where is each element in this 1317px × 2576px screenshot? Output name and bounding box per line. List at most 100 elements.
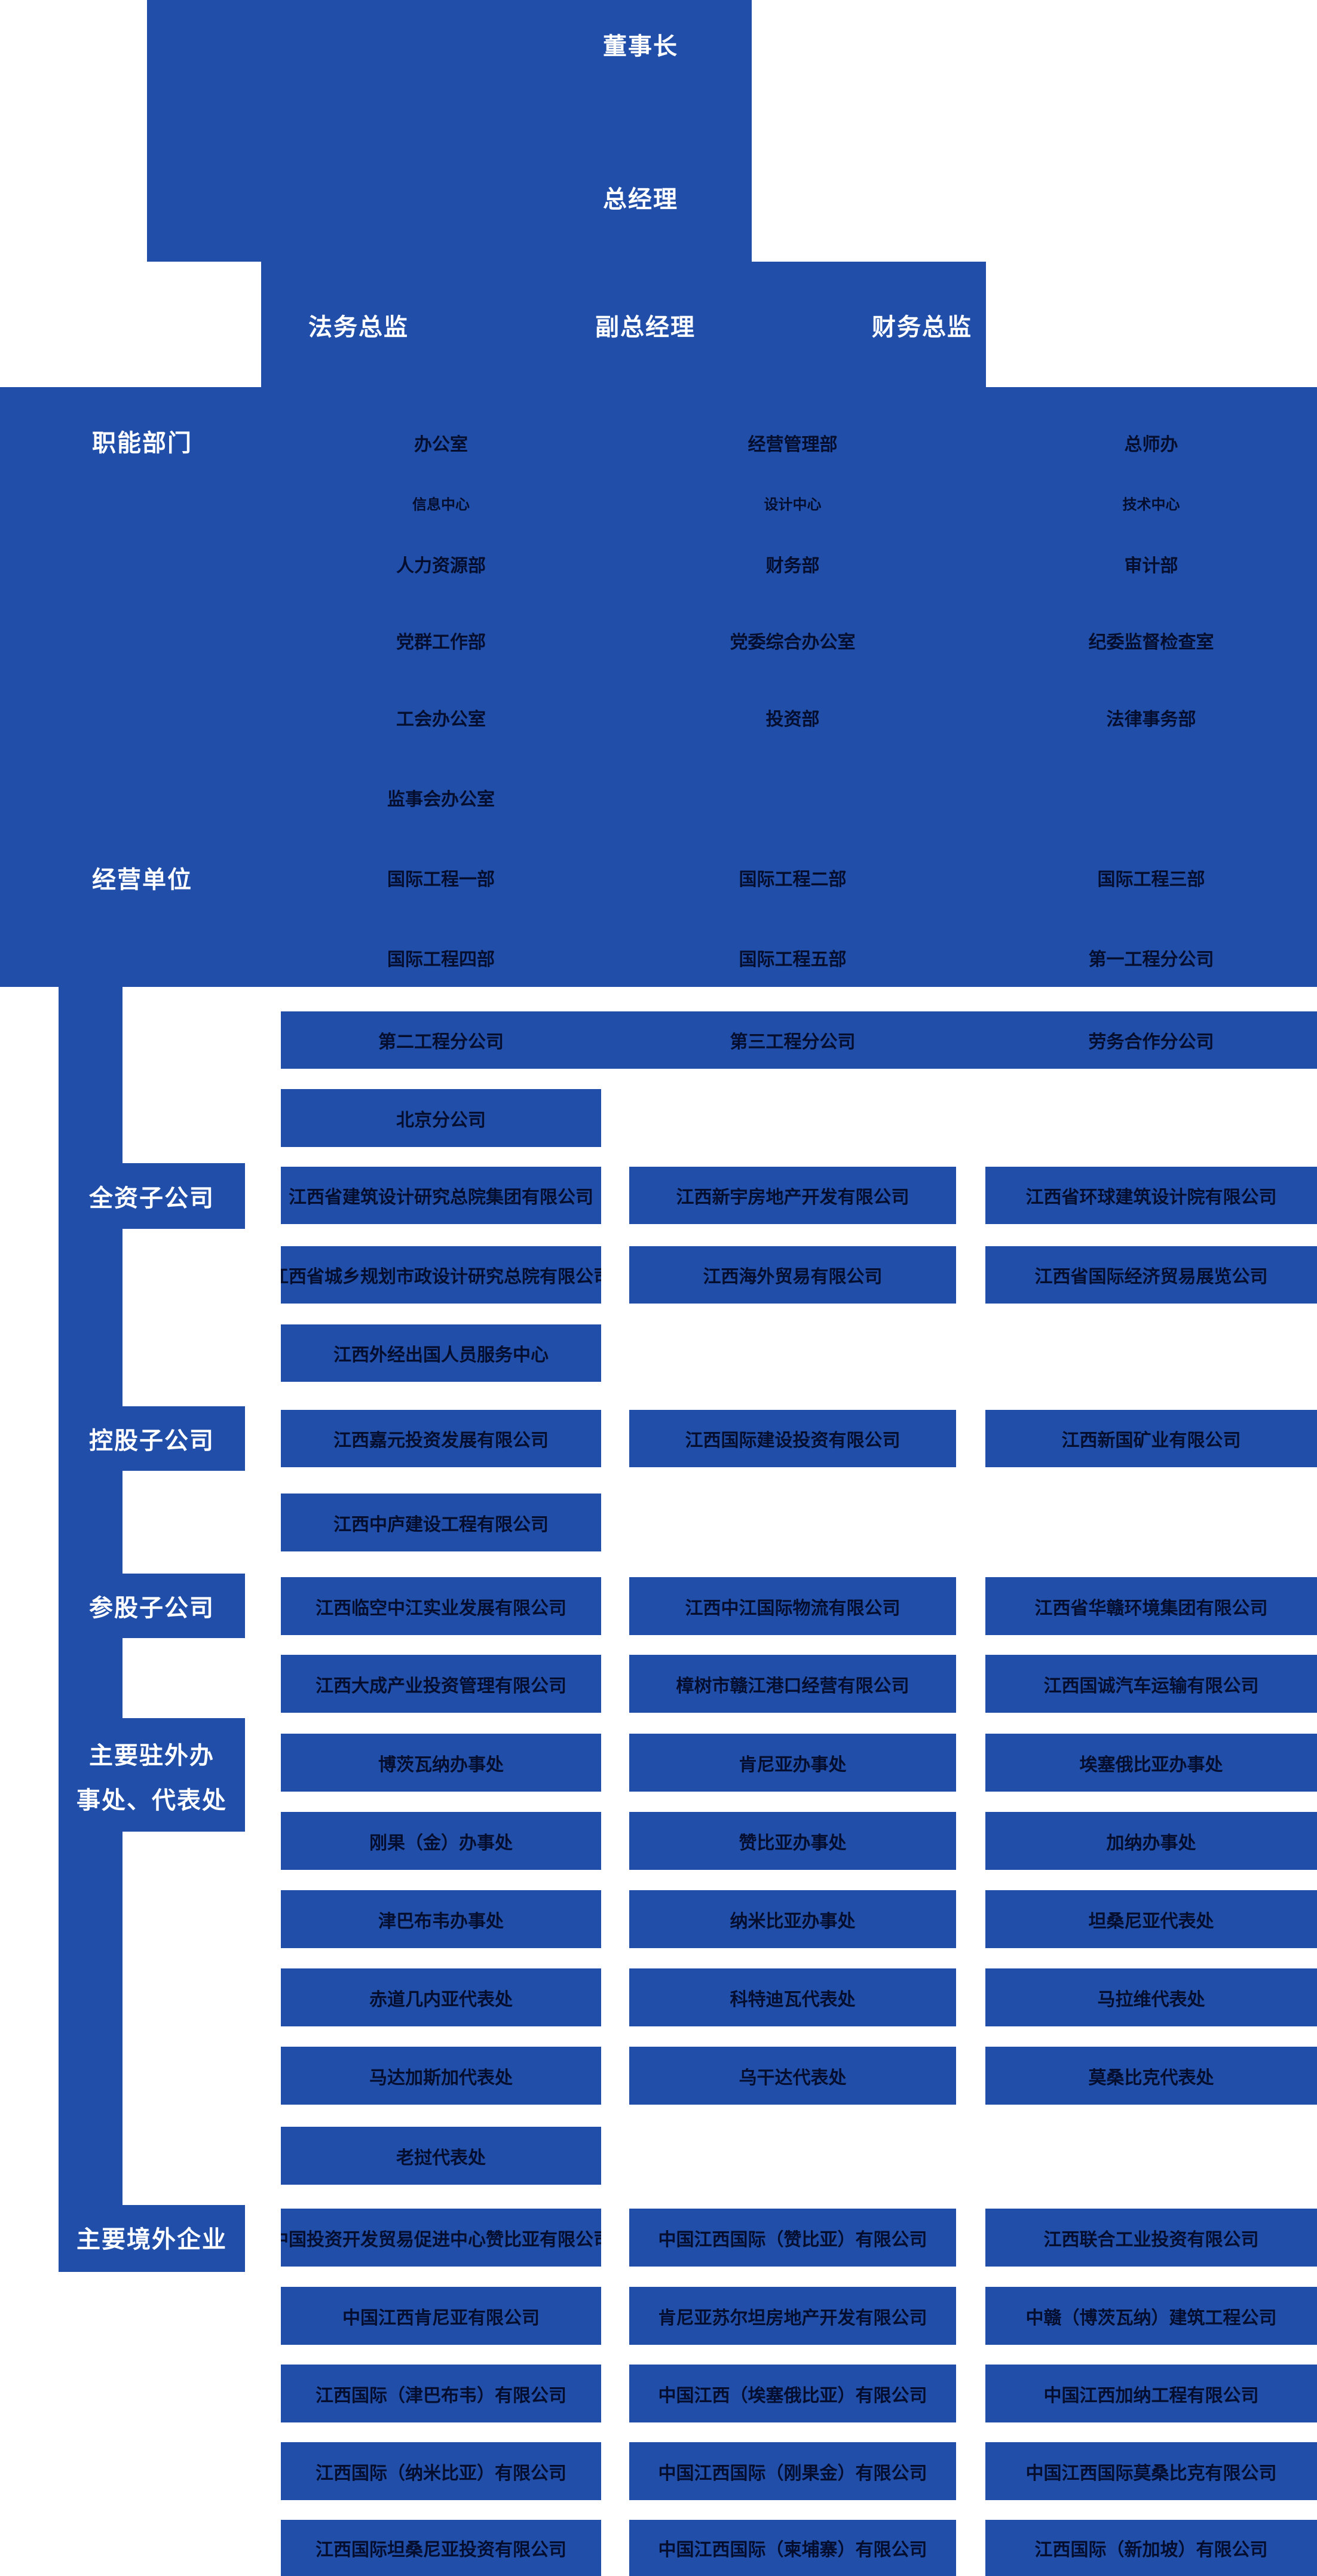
equity-box-label: 江西大成产业投资管理有限公司 <box>316 1675 566 1697</box>
offices-box-label: 博茨瓦纳办事处 <box>378 1754 504 1775</box>
overseas-box: 中国江西肯尼亚有限公司 <box>281 2287 601 2345</box>
bg-label-wholly-owned <box>59 1163 245 1229</box>
offices-box: 津巴布韦办事处 <box>281 1890 601 1948</box>
holding-box: 江西国际建设投资有限公司 <box>629 1410 956 1467</box>
equity-box-label: 江西国诚汽车运输有限公司 <box>1043 1675 1259 1697</box>
offices-box: 加纳办事处 <box>985 1812 1317 1870</box>
holding-box-label: 江西新国矿业有限公司 <box>1061 1430 1241 1451</box>
wholly_owned-box: 江西省国际经济贸易展览公司 <box>985 1246 1317 1304</box>
exec-general-manager: 总经理 <box>603 186 678 213</box>
overseas-box-label: 江西国际（新加坡）有限公司 <box>1034 2540 1268 2560</box>
wholly_owned-box: 江西外经出国人员服务中心 <box>281 1324 601 1382</box>
functional-cell-label: 总师办 <box>1124 434 1178 455</box>
business-box-label: 北京分公司 <box>396 1109 486 1131</box>
bg-label-offices <box>59 1718 245 1832</box>
offices-box-label: 津巴布韦办事处 <box>378 1910 504 1932</box>
offices-box-label: 赤道几内亚代表处 <box>369 1989 513 2010</box>
holding-box-label: 江西嘉元投资发展有限公司 <box>333 1430 549 1451</box>
offices-box: 博茨瓦纳办事处 <box>281 1734 601 1792</box>
wholly_owned-box-label: 江西省建筑设计研究总院集团有限公司 <box>289 1187 593 1208</box>
offices-box-label: 马达加斯加代表处 <box>369 2067 513 2089</box>
overseas-box: 中国江西国际（赞比亚）有限公司 <box>629 2209 956 2267</box>
wholly_owned-box-label: 江西海外贸易有限公司 <box>703 1266 883 1287</box>
overseas-box-label: 中国江西肯尼亚有限公司 <box>342 2307 540 2329</box>
business-cell-label: 第二工程分公司 <box>378 1032 504 1053</box>
equity-box: 江西国诚汽车运输有限公司 <box>985 1655 1317 1713</box>
exec-chairman: 董事长 <box>603 33 678 60</box>
offices-box-label: 坦桑尼亚代表处 <box>1088 1910 1214 1932</box>
section-label-functional: 职能部门 <box>92 430 192 457</box>
functional-cell-label: 财务部 <box>765 556 820 576</box>
wholly_owned-box-label: 江西省城乡规划市政设计研究总院有限公司 <box>281 1266 601 1287</box>
business-box: 北京分公司 <box>281 1089 601 1147</box>
offices-box: 老挝代表处 <box>281 2127 601 2185</box>
offices-box-label: 埃塞俄比亚办事处 <box>1079 1754 1223 1775</box>
offices-box-label: 马拉维代表处 <box>1097 1989 1205 2010</box>
wholly_owned-box-label: 江西新宇房地产开发有限公司 <box>676 1187 909 1208</box>
offices-box-label: 刚果（金）办事处 <box>369 1832 513 1854</box>
overseas-box-label: 江西国际（纳米比亚）有限公司 <box>316 2462 566 2484</box>
offices-box-label: 莫桑比克代表处 <box>1088 2067 1214 2089</box>
section-label-overseas: 主要境外企业 <box>76 2226 227 2253</box>
section-label-wholly-owned: 全资子公司 <box>89 1185 215 1212</box>
overseas-box: 中赣（博茨瓦纳）建筑工程公司 <box>985 2287 1317 2345</box>
overseas-box: 中国江西国际（刚果金）有限公司 <box>629 2442 956 2500</box>
overseas-box: 江西国际坦桑尼亚投资有限公司 <box>281 2520 601 2576</box>
offices-box: 赞比亚办事处 <box>629 1812 956 1870</box>
holding-box: 江西新国矿业有限公司 <box>985 1410 1317 1467</box>
offices-box-label: 老挝代表处 <box>396 2147 486 2169</box>
functional-cell-label: 信息中心 <box>412 496 470 513</box>
overseas-box-label: 中国江西国际（刚果金）有限公司 <box>658 2462 927 2484</box>
overseas-box: 中国江西加纳工程有限公司 <box>985 2365 1317 2422</box>
offices-box-label: 肯尼亚办事处 <box>739 1754 847 1775</box>
business-cell-label: 国际工程四部 <box>387 949 495 970</box>
functional-cell-label: 设计中心 <box>764 496 822 513</box>
business-cell-label: 国际工程五部 <box>739 949 847 970</box>
offices-box: 刚果（金）办事处 <box>281 1812 601 1870</box>
bg-label-holding <box>59 1406 245 1471</box>
bg-executive-band <box>261 262 986 387</box>
offices-box-label: 科特迪瓦代表处 <box>730 1989 856 2010</box>
functional-cell-label: 投资部 <box>765 709 820 730</box>
holding-box: 江西中庐建设工程有限公司 <box>281 1494 601 1551</box>
functional-cell-label: 技术中心 <box>1122 496 1180 513</box>
holding-box: 江西嘉元投资发展有限公司 <box>281 1410 601 1467</box>
equity-box: 江西省华赣环境集团有限公司 <box>985 1577 1317 1635</box>
offices-box: 坦桑尼亚代表处 <box>985 1890 1317 1948</box>
equity-box-label: 江西临空中江实业发展有限公司 <box>316 1597 566 1619</box>
functional-cell-label: 审计部 <box>1124 556 1178 576</box>
equity-box: 江西中江国际物流有限公司 <box>629 1577 956 1635</box>
wholly_owned-box-label: 江西外经出国人员服务中心 <box>333 1345 549 1366</box>
wholly_owned-box: 江西省城乡规划市政设计研究总院有限公司 <box>281 1246 601 1304</box>
overseas-box-label: 江西国际坦桑尼亚投资有限公司 <box>316 2540 566 2560</box>
overseas-box-label: 肯尼亚苏尔坦房地产开发有限公司 <box>658 2307 927 2329</box>
holding-box-label: 江西中庐建设工程有限公司 <box>333 1514 549 1535</box>
offices-box: 马达加斯加代表处 <box>281 2047 601 2105</box>
offices-box-label: 赞比亚办事处 <box>739 1832 847 1854</box>
equity-box-label: 江西省华赣环境集团有限公司 <box>1034 1597 1268 1619</box>
equity-box: 江西大成产业投资管理有限公司 <box>281 1655 601 1713</box>
equity-box-label: 江西中江国际物流有限公司 <box>685 1597 901 1619</box>
functional-cell-label: 工会办公室 <box>396 709 486 730</box>
overseas-box-label: 江西国际（津巴布韦）有限公司 <box>316 2385 566 2406</box>
wholly_owned-box: 江西省环球建筑设计院有限公司 <box>985 1167 1317 1224</box>
overseas-box-label: 中国江西（埃塞俄比亚）有限公司 <box>658 2385 927 2406</box>
overseas-box: 江西联合工业投资有限公司 <box>985 2209 1317 2267</box>
functional-cell-label: 法律事务部 <box>1106 709 1196 730</box>
overseas-box: 肯尼亚苏尔坦房地产开发有限公司 <box>629 2287 956 2345</box>
offices-box: 科特迪瓦代表处 <box>629 1968 956 2026</box>
offices-box-label: 纳米比亚办事处 <box>730 1910 856 1932</box>
overseas-box-label: 中国投资开发贸易促进中心赞比亚有限公司 <box>281 2229 601 2250</box>
business-cell-label: 第一工程分公司 <box>1088 949 1214 970</box>
overseas-box: 中国投资开发贸易促进中心赞比亚有限公司 <box>281 2209 601 2267</box>
bg-main-block <box>0 387 1317 987</box>
functional-cell-label: 办公室 <box>414 434 468 455</box>
bg-branch-band <box>281 1011 1317 1069</box>
functional-cell-label: 监事会办公室 <box>387 789 495 810</box>
bg-label-overseas <box>59 2205 245 2272</box>
business-cell-label: 国际工程二部 <box>739 869 847 890</box>
section-label-offices-line2: 事处、代表处 <box>76 1787 227 1814</box>
functional-cell-label: 纪委监督检查室 <box>1088 632 1214 653</box>
functional-cell-label: 经营管理部 <box>748 434 838 455</box>
